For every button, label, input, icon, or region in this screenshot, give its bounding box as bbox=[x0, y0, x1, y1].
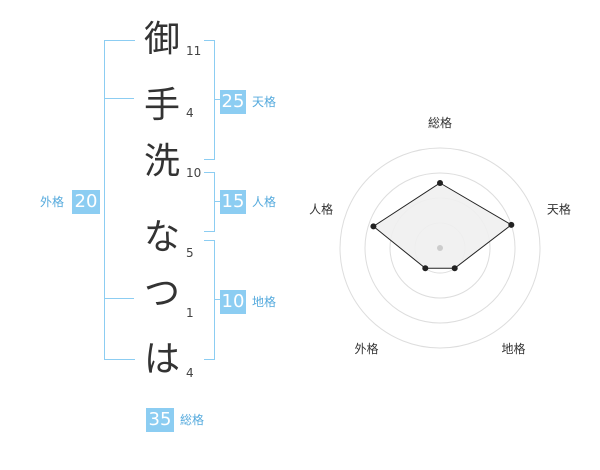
soukaku-value: 35 bbox=[146, 408, 174, 432]
chikaku-value: 10 bbox=[220, 290, 246, 314]
bracket-tick bbox=[214, 299, 220, 300]
chikaku-bracket bbox=[204, 240, 215, 360]
jinkaku-value: 15 bbox=[220, 190, 246, 214]
radar-point bbox=[508, 221, 515, 228]
radar-point bbox=[370, 223, 377, 230]
radar-center-dot bbox=[437, 245, 443, 251]
tenkaku-value: 25 bbox=[220, 90, 246, 114]
radar-point bbox=[437, 180, 443, 186]
tenkaku-bracket bbox=[204, 40, 215, 160]
stroke-count-6: 4 bbox=[186, 366, 194, 380]
radar-axis-label: 外格 bbox=[355, 341, 379, 356]
name-char-4: な bbox=[143, 217, 180, 258]
chikaku-label: 地格 bbox=[252, 295, 277, 309]
jinkaku-bracket bbox=[204, 172, 215, 232]
stroke-count-3: 10 bbox=[186, 166, 202, 180]
tenkaku-label: 天格 bbox=[252, 95, 277, 109]
bracket-tick bbox=[104, 298, 134, 299]
gaikaku-label: 外格 bbox=[40, 195, 65, 209]
radar-data-polygon bbox=[372, 182, 513, 269]
radar-point bbox=[451, 265, 458, 272]
stroke-count-5: 1 bbox=[186, 306, 194, 320]
radar-axis-label: 人格 bbox=[309, 201, 333, 216]
radar-ring bbox=[339, 147, 541, 349]
stroke-count-1: 11 bbox=[186, 44, 202, 58]
radar-axis-label: 天格 bbox=[547, 201, 571, 216]
jinkaku-label: 人格 bbox=[252, 195, 277, 209]
gaikaku-value: 20 bbox=[72, 190, 100, 214]
bracket-tick bbox=[214, 99, 220, 100]
bracket-tick bbox=[214, 201, 220, 202]
gaikaku-bracket bbox=[104, 40, 135, 360]
name-char-5: つ bbox=[143, 273, 180, 314]
bracket-tick bbox=[104, 98, 134, 99]
radar-points bbox=[370, 180, 515, 272]
radar-point bbox=[422, 265, 429, 272]
radar-ring bbox=[364, 172, 516, 324]
name-char-3: 洗 bbox=[143, 141, 180, 182]
name-char-6: は bbox=[143, 339, 180, 380]
radar-axis-label: 地格 bbox=[501, 341, 525, 356]
stroke-count-2: 4 bbox=[186, 106, 194, 120]
name-char-2: 手 bbox=[143, 85, 180, 126]
stroke-count-4: 5 bbox=[186, 246, 194, 260]
name-char-1: 御 bbox=[143, 19, 180, 60]
soukaku-label: 総格 bbox=[180, 413, 205, 427]
radar-axis-label: 総格 bbox=[428, 115, 452, 130]
